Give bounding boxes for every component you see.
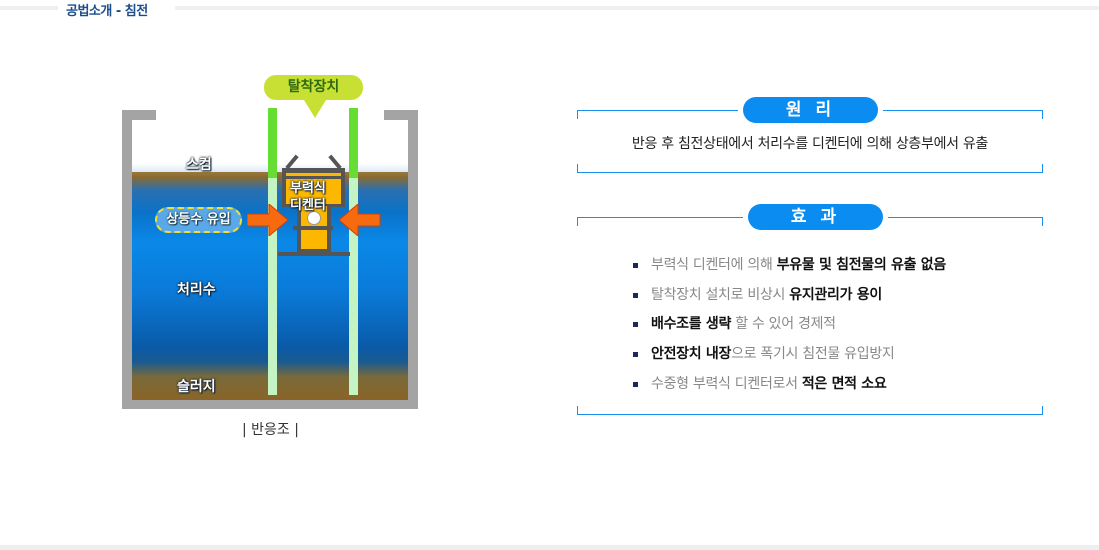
guide-pipe-left [268, 178, 277, 395]
arrow-down-icon [304, 100, 326, 118]
inflow-arrow-left-icon [247, 204, 289, 236]
effect-text: 으로 폭기시 침전물 유입방지 [731, 346, 895, 363]
decanter-label-2: 디켄터 [290, 198, 326, 213]
diagram-caption: | 반응조 | [242, 422, 299, 438]
effect-item: 안전장치 내장으로 폭기시 침전물 유입방지 [633, 343, 946, 373]
detach-device-label: 탈착장치 [264, 75, 363, 100]
decanter-label-1: 부력식 [290, 181, 326, 196]
effect-item: 탈착장치 설치로 비상시 유지관리가 용이 [633, 284, 946, 314]
effect-highlight: 적은 면적 소요 [801, 375, 887, 392]
decanter-upper-fill [286, 179, 341, 204]
float-ball-icon [307, 211, 321, 225]
page-title: 공법소개 - 침전 [66, 4, 148, 19]
effect-item: 배수조를 생략 할 수 있어 경제적 [633, 313, 946, 343]
principle-title: 원 리 [743, 97, 878, 123]
guide-pipe-right-top [349, 108, 358, 178]
sludge-label: 슬러지 [177, 379, 216, 395]
decanter-base-bar [278, 252, 350, 256]
tank-lip-right [384, 110, 418, 120]
guide-pipe-right [349, 178, 358, 395]
inflow-label: 상등수 유입 [155, 207, 242, 233]
tank-bottom [122, 400, 418, 409]
guide-pipe-left-top [268, 108, 277, 178]
effects-frame-bottom [577, 406, 1043, 415]
effect-highlight: 안전장치 내장 [651, 346, 732, 363]
effect-text: 탈착장치 설치로 비상시 [651, 286, 790, 303]
principle-frame-bottom [577, 164, 1043, 173]
principle-text: 반응 후 침전상태에서 처리수를 디켄터에 의해 상층부에서 유출 [631, 136, 989, 152]
effect-text: 할 수 있어 경제적 [731, 316, 836, 333]
tank-lip-left [122, 110, 156, 120]
header-line-left [0, 6, 58, 10]
tank-wall-left [122, 110, 132, 409]
treated-water-label: 처리수 [177, 282, 216, 298]
effect-item: 수중형 부력식 디켄터로서 적은 면적 소요 [633, 373, 946, 403]
tank-wall-right [408, 110, 418, 409]
decanter-crossbar [293, 226, 333, 230]
effect-text: 수중형 부력식 디켄터로서 [651, 375, 802, 392]
decanter-stripe [286, 173, 341, 176]
effect-item: 부력식 디켄터에 의해 부유물 및 침전물의 유출 없음 [633, 254, 946, 284]
effect-highlight: 부유물 및 침전물의 유출 없음 [776, 257, 947, 273]
effect-text: 부력식 디켄터에 의해 [651, 257, 777, 273]
footer-band [0, 545, 1099, 550]
effects-title: 효 과 [748, 204, 883, 230]
effect-highlight: 배수조를 생략 [651, 316, 732, 333]
effect-highlight: 유지관리가 용이 [789, 286, 882, 303]
inflow-arrow-right-icon [339, 204, 381, 236]
scum-label: 스컴 [186, 157, 212, 173]
header-line-right [175, 6, 1099, 10]
